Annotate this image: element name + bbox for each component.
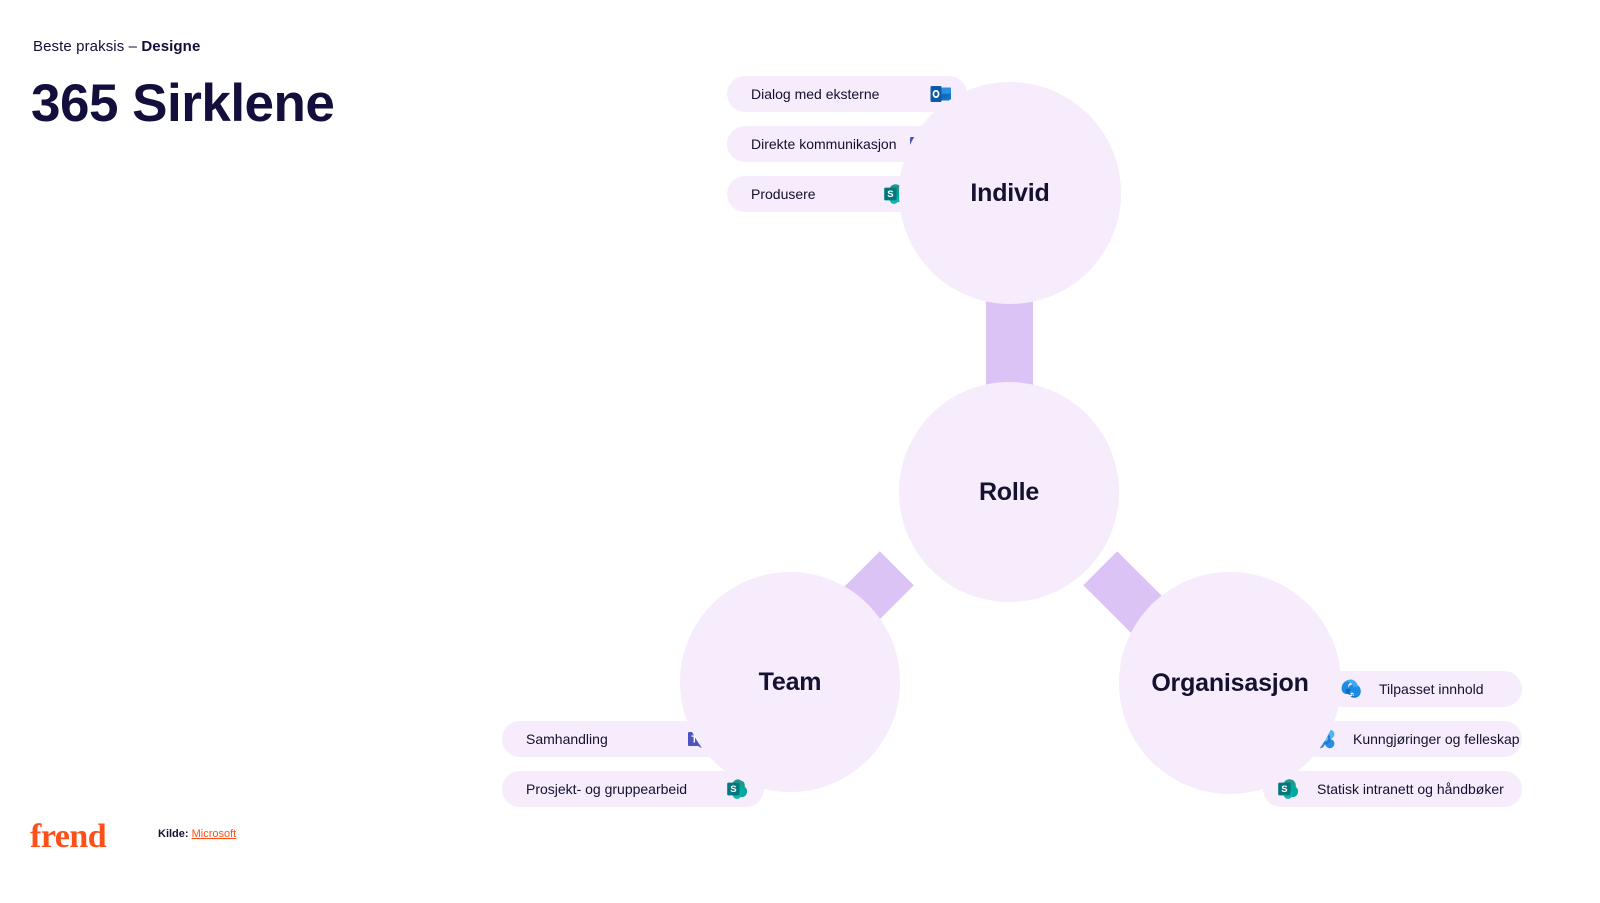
pill-label: Dialog med eksterne	[751, 86, 880, 102]
pill-label: Prosjekt- og gruppearbeid	[526, 781, 688, 797]
circle-organisasjon[interactable]: Organisasjon	[1119, 572, 1341, 794]
source-note: Kilde: Microsoft	[158, 828, 236, 840]
svg-text:S: S	[730, 784, 736, 795]
eyebrow-prefix: Beste praksis –	[33, 38, 142, 55]
viva-connections-icon	[1339, 677, 1363, 701]
pill-produsere[interactable]: Produsere S	[727, 176, 921, 212]
circle-label-team: Team	[758, 667, 822, 696]
breadcrumb-eyebrow: Beste praksis – Designe	[33, 38, 200, 55]
pill-label: Tilpasset innhold	[1379, 681, 1484, 697]
page-title: 365 Sirklene	[31, 74, 335, 133]
circle-label-rolle: Rolle	[978, 477, 1040, 506]
outlook-icon	[929, 82, 953, 106]
circle-individ[interactable]: Individ	[899, 82, 1121, 304]
svg-text:S: S	[1281, 784, 1287, 795]
eyebrow-strong: Designe	[141, 38, 201, 55]
sharepoint-icon: S	[726, 777, 750, 801]
circle-team[interactable]: Team	[680, 572, 900, 792]
pill-kunngjoringer-og-felleskap[interactable]: Kunngjøringer og felleskap	[1299, 721, 1522, 757]
svg-text:T: T	[691, 734, 697, 745]
svg-text:S: S	[887, 189, 893, 200]
pill-label: Statisk intranett og håndbøker	[1317, 781, 1504, 797]
circle-label-individ: Individ	[970, 178, 1050, 207]
pill-label: Samhandling	[526, 731, 608, 747]
frend-logo: frend	[30, 818, 107, 855]
pill-label: Produsere	[751, 186, 816, 202]
circle-rolle[interactable]: Rolle	[899, 382, 1119, 602]
pill-label: Kunngjøringer og felleskap	[1353, 731, 1520, 747]
connector-individ-rolle	[986, 288, 1033, 393]
pill-statisk-intranett-og-handboker[interactable]: S Statisk intranett og håndbøker	[1263, 771, 1522, 807]
pill-label: Direkte kommunikasjon	[751, 136, 897, 152]
circle-label-organisasjon: Organisasjon	[1151, 668, 1309, 697]
pill-dialog-med-eksterne[interactable]: Dialog med eksterne	[727, 76, 967, 112]
pill-prosjekt-og-gruppearbeid[interactable]: Prosjekt- og gruppearbeid S	[502, 771, 764, 807]
source-link-microsoft[interactable]: Microsoft	[191, 828, 237, 840]
sharepoint-icon: S	[1277, 777, 1301, 801]
source-label: Kilde:	[158, 828, 189, 840]
pill-tilpasset-innhold[interactable]: Tilpasset innhold	[1325, 671, 1522, 707]
